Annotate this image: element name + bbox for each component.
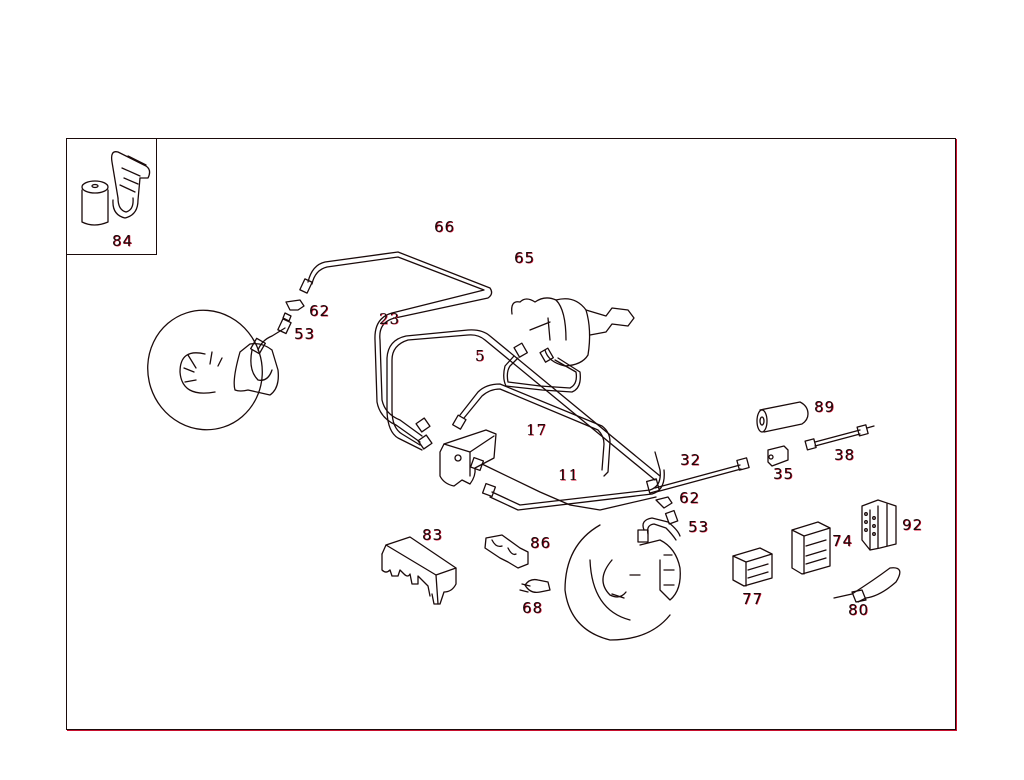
brake-line-23 [299, 251, 493, 443]
right-hose-fitting-icon [637, 496, 681, 543]
callout-65: 65 [514, 249, 536, 267]
master-cylinder-icon [511, 297, 635, 367]
part-74-holder-icon [791, 521, 831, 575]
callout-83: 83 [422, 526, 444, 544]
callout-38: 38 [834, 446, 856, 464]
callout-84: 84 [112, 232, 134, 250]
part-84-clip-icon [81, 151, 151, 226]
callout-89: 89 [814, 398, 836, 416]
callout-53-left: 53 [294, 325, 316, 343]
part-89-sleeve-icon [756, 401, 809, 433]
callout-74: 74 [832, 532, 854, 550]
part-80-cable-tie-icon [833, 567, 901, 603]
left-brake-disc-icon [147, 309, 286, 431]
callout-68: 68 [522, 599, 544, 617]
callout-62-right: 62 [679, 489, 701, 507]
callout-86: 86 [530, 534, 552, 552]
callout-11: 11 [558, 466, 580, 484]
callout-92: 92 [902, 516, 924, 534]
brake-line-17 [452, 383, 611, 477]
right-brake-disc-icon [564, 524, 681, 641]
part-35-connector-icon [767, 445, 789, 467]
master-cylinder-loop-line [503, 342, 581, 393]
callout-66: 66 [434, 218, 456, 236]
part-86-holder-icon [484, 534, 529, 569]
callout-35: 35 [773, 465, 795, 483]
callout-17: 17 [526, 421, 548, 439]
brake-line-5 [386, 329, 661, 481]
callout-53-right: 53 [688, 518, 710, 536]
callout-77: 77 [742, 590, 764, 608]
callout-80: 80 [848, 601, 870, 619]
distribution-block-icon [439, 429, 657, 511]
part-92-holder-icon [861, 499, 897, 551]
callout-32: 32 [680, 451, 702, 469]
brake-line-32 [645, 457, 750, 494]
callout-23: 23 [379, 310, 401, 328]
left-hose-fitting-icon [277, 299, 305, 335]
part-68-clip-icon [519, 578, 551, 593]
part-77-holder-icon [732, 547, 773, 587]
part-38-line-icon [804, 424, 875, 451]
inset-panel [66, 138, 157, 255]
diagram-frame [66, 138, 956, 730]
callout-5: 5 [475, 347, 486, 365]
part-83-line-holder-icon [381, 536, 457, 605]
callout-62-left: 62 [309, 302, 331, 320]
